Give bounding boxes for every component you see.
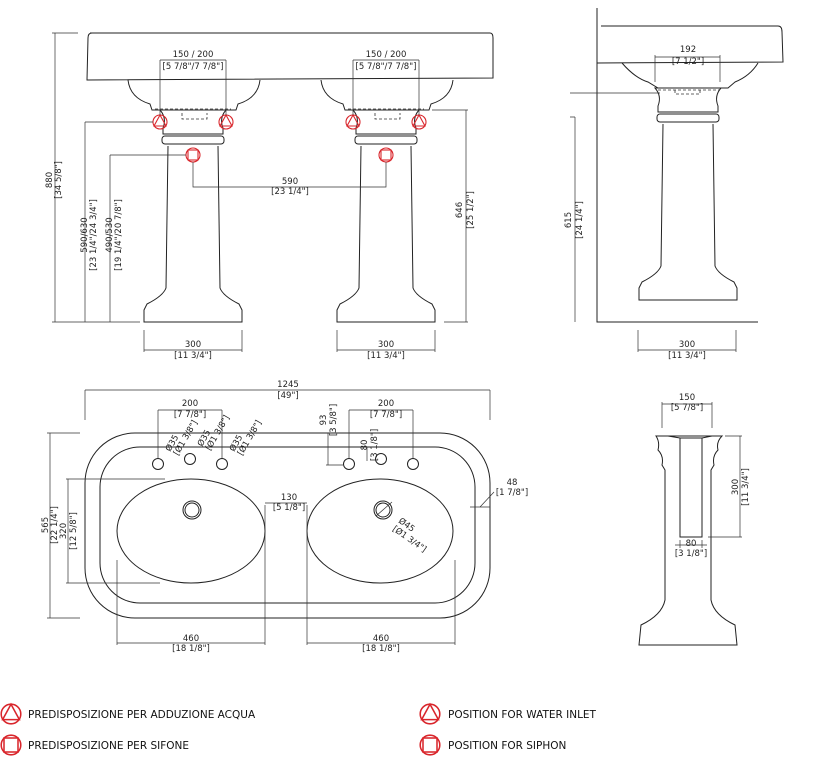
dim-tap-spacing-right: 200	[378, 399, 394, 409]
dim-siphon-spacing-in: [23 1/4"]	[271, 187, 309, 197]
dim-320: 320	[59, 523, 69, 539]
dim-inlet-spacing-left-in: [5 7/8"/7 7/8"]	[163, 62, 224, 72]
dim-side-base: 300	[679, 340, 695, 350]
dim-80-in: [3 1/8"]	[370, 429, 380, 461]
dim-inlet-spacing-left: 150 / 200	[173, 50, 214, 60]
dim-565-in: [22 1/4"]	[50, 506, 60, 544]
dim-615: 615	[564, 212, 574, 228]
side-view: 192 [7 1/2"] 615 [24 1/4"] 300 [11 3/4"]	[564, 8, 784, 361]
dim-192-in: [7 1/2"]	[672, 57, 704, 67]
dim-300-opening-in: [11 3/4"]	[741, 468, 751, 506]
dim-inlet-spacing-right: 150 / 200	[366, 50, 407, 60]
dim-80-opening-in: [3 1/8"]	[675, 549, 707, 559]
legend-siphon-it: PREDISPOSIZIONE PER SIFONE	[28, 740, 189, 752]
dim-130: 130	[281, 493, 297, 503]
dim-880: 880	[45, 172, 55, 188]
dim-1245-in: [49"]	[277, 391, 298, 401]
tap-holes-right	[343, 453, 419, 470]
dim-93: 93	[319, 415, 329, 426]
dim-150: 150	[679, 393, 695, 403]
dim-880-in: [34 5/8"]	[54, 161, 64, 199]
dim-bowl-right: 460	[373, 634, 389, 644]
legend-water-inlet-en: POSITION FOR WATER INLET	[448, 709, 597, 721]
water-inlet-icon	[0, 703, 22, 725]
dim-siphon-height-in: [19 1/4"/20 7/8"]	[114, 199, 124, 271]
dim-base-left: 300	[185, 340, 201, 350]
legend: PREDISPOSIZIONE PER ADDUZIONE ACQUA PRED…	[0, 703, 597, 756]
dim-646: 646	[455, 202, 465, 218]
dim-80-opening: 80	[686, 539, 697, 549]
dim-565: 565	[41, 517, 51, 533]
dim-tap-spacing-left-in: [7 7/8"]	[174, 410, 206, 420]
bowl-left	[116, 478, 266, 584]
dim-192: 192	[680, 45, 696, 55]
dim-inlet-height: 590/630	[80, 217, 90, 252]
dim-130-in: [5 1/8"]	[273, 503, 305, 513]
dim-siphon-height: 490/530	[105, 217, 115, 252]
siphon-marker	[185, 147, 201, 163]
dim-base-left-in: [11 3/4"]	[174, 351, 212, 361]
dim-48-in: [1 7/8"]	[496, 488, 528, 498]
dim-150-in: [5 7/8"]	[671, 403, 703, 413]
dim-inlet-spacing-right-in: [5 7/8"/7 7/8"]	[356, 62, 417, 72]
legend-water-inlet-it: PREDISPOSIZIONE PER ADDUZIONE ACQUA	[28, 709, 256, 721]
dim-48: 48	[507, 478, 518, 488]
top-view: 1245 [49"] 565 [22 1/4"] 320 [12 5/8"] 2…	[41, 380, 528, 654]
dim-615-in: [24 1/4"]	[575, 201, 585, 239]
dim-1245: 1245	[277, 380, 299, 390]
dim-300-opening: 300	[731, 479, 741, 495]
siphon-icon	[419, 734, 441, 756]
water-inlet-icon	[419, 703, 441, 725]
dim-bowl-right-in: [18 1/8"]	[362, 644, 400, 654]
tap-holes-left	[152, 453, 228, 470]
dim-320-in: [12 5/8"]	[69, 512, 79, 550]
dim-80: 80	[360, 440, 370, 451]
dim-inlet-height-in: [23 1/4"/24 3/4"]	[89, 199, 99, 271]
dim-bowl-left: 460	[183, 634, 199, 644]
front-view: 880 [34 5/8"] 590/630 [23 1/4"/24 3/4"] …	[45, 32, 494, 361]
dim-base-right-in: [11 3/4"]	[367, 351, 405, 361]
dim-93-in: [3 5/8"]	[329, 404, 339, 436]
dim-bowl-left-in: [18 1/8"]	[172, 644, 210, 654]
pedestal-section: 150 [5 7/8"] 300 [11 3/4"] 80 [3 1/8"]	[638, 393, 751, 646]
bowl-right	[306, 478, 454, 584]
dim-side-base-in: [11 3/4"]	[668, 351, 706, 361]
dim-siphon-spacing: 590	[282, 177, 298, 187]
legend-siphon-en: POSITION FOR SIPHON	[448, 740, 566, 752]
dim-646-in: [25 1/2"]	[466, 191, 476, 229]
dim-tap-spacing-left: 200	[182, 399, 198, 409]
dim-base-right: 300	[378, 340, 394, 350]
siphon-icon	[0, 734, 22, 756]
dim-tap-spacing-right-in: [7 7/8"]	[370, 410, 402, 420]
